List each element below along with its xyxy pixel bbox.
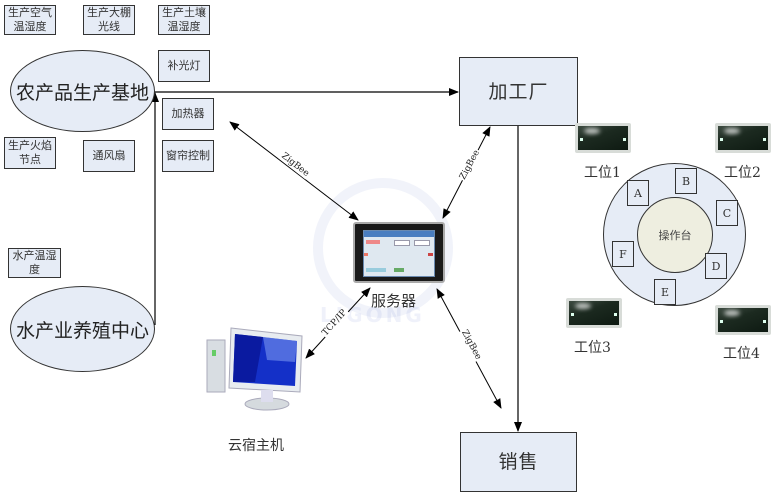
actuator-heater[interactable]: 加热器 (162, 98, 214, 130)
actuator-fill-light[interactable]: 补光灯 (158, 50, 210, 82)
sensor-flame-node[interactable]: 生产火焰节点 (4, 137, 56, 169)
server-device[interactable] (353, 222, 445, 283)
node-farm-base[interactable]: 农产品生产基地 (10, 50, 155, 132)
segment-a[interactable]: A (627, 180, 649, 206)
node-sales[interactable]: 销售 (460, 432, 577, 492)
node-processing-plant[interactable]: 加工厂 (459, 57, 578, 126)
station-3-label: 工位3 (574, 340, 611, 356)
segment-c[interactable]: C (716, 200, 738, 226)
segment-e[interactable]: E (654, 279, 676, 305)
segment-d[interactable]: D (705, 253, 727, 279)
station-3-display (566, 298, 622, 328)
segment-b[interactable]: B (675, 168, 697, 194)
sensor-air-humidity[interactable]: 生产空气温湿度 (4, 5, 56, 35)
station-2-label: 工位2 (724, 165, 761, 181)
operation-table[interactable]: 操作台 (637, 197, 713, 273)
host-label: 云宿主机 (228, 438, 284, 454)
sensor-soil-humidity[interactable]: 生产土壤温湿度 (158, 5, 210, 35)
watermark-logo (313, 178, 453, 318)
station-2-display (715, 123, 771, 153)
station-1-label: 工位1 (584, 165, 621, 181)
server-screen (363, 230, 435, 277)
sensor-aquaculture-humidity[interactable]: 水产温湿度 (8, 248, 61, 278)
server-label: 服务器 (371, 292, 417, 310)
station-4-display (715, 305, 771, 335)
station-4-label: 工位4 (723, 346, 760, 362)
node-aquaculture-center[interactable]: 水产业养殖中心 (10, 286, 155, 372)
segment-f[interactable]: F (612, 241, 634, 267)
actuator-ventilation-fan[interactable]: 通风扇 (83, 140, 135, 172)
sensor-greenhouse-light[interactable]: 生产大棚光线 (83, 5, 135, 35)
actuator-curtain-control[interactable]: 窗帘控制 (162, 140, 214, 172)
station-1-display (575, 123, 631, 153)
host-computer-icon[interactable] (205, 322, 305, 412)
